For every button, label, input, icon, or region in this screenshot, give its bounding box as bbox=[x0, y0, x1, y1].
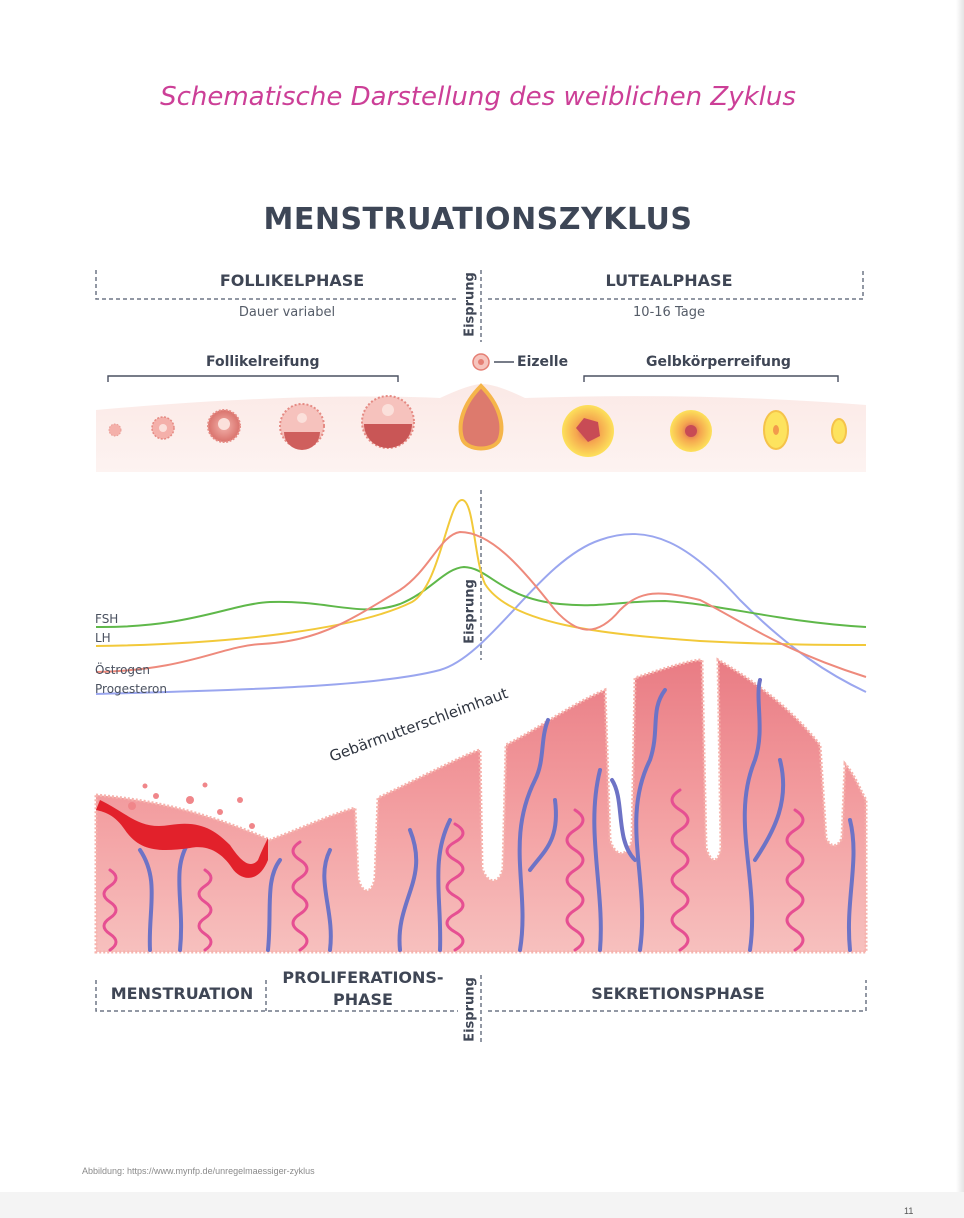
secretion-phase-label: SEKRETIONSPHASE bbox=[591, 984, 765, 1003]
menstruation-label: MENSTRUATION bbox=[110, 984, 254, 1003]
ovulation-label-middle: Eisprung bbox=[462, 579, 478, 644]
luteal-phase-duration: 10-16 Tage bbox=[633, 305, 705, 320]
page-number: 11 bbox=[904, 1206, 914, 1216]
corpus-luteum-stage-3 bbox=[763, 410, 789, 450]
follicular-phase-duration: Dauer variabel bbox=[238, 305, 336, 320]
page-edge-shadow bbox=[956, 0, 964, 1218]
blood-vessels bbox=[138, 678, 856, 952]
follicular-phase-label: FOLLIKELPHASE bbox=[219, 271, 365, 290]
legend-lh: LH bbox=[95, 631, 111, 645]
follicle-maturation-bracket bbox=[107, 375, 399, 382]
endometrium-illustration bbox=[94, 657, 868, 954]
follicle-stage-5 bbox=[361, 395, 415, 449]
ovulation-label-bottom: Eisprung bbox=[462, 977, 478, 1042]
proliferation-phase-label-line1: PROLIFERATIONS- bbox=[282, 968, 444, 987]
follicle-stage-2 bbox=[151, 416, 175, 440]
follicle-stage-3 bbox=[207, 409, 241, 443]
luteal-phase-label: LUTEALPHASE bbox=[605, 271, 733, 290]
egg-cell-icon bbox=[472, 353, 490, 371]
ruptured-follicle bbox=[458, 383, 504, 451]
corpus-luteum-stage-2 bbox=[670, 410, 712, 452]
legend-fsh: FSH bbox=[95, 612, 119, 626]
follicle-stage-1 bbox=[108, 423, 122, 437]
follicle-maturation-label: Follikelreifung bbox=[206, 354, 320, 370]
legend-estrogen: Östrogen bbox=[95, 663, 151, 677]
progesterone-curve bbox=[95, 532, 867, 695]
image-source-credit: Abbildung: https://www.mynfp.de/unregelm… bbox=[82, 1166, 315, 1176]
corpus-luteum-maturation-label: Gelbkörperreifung bbox=[646, 354, 791, 370]
corpus-luteum-stage-4 bbox=[831, 418, 847, 444]
diagram-heading: MENSTRUATIONSZYKLUS bbox=[263, 202, 693, 237]
top-phase-bracket bbox=[95, 270, 864, 300]
follicle-stage-4 bbox=[279, 403, 325, 450]
page-title: Schematische Darstellung des weiblichen … bbox=[160, 82, 796, 112]
proliferation-phase-label-line2: PHASE bbox=[333, 990, 393, 1009]
spiral-arteries bbox=[102, 788, 805, 952]
estrogen-curve bbox=[95, 530, 867, 678]
fsh-curve bbox=[95, 565, 867, 629]
menstrual-bleeding bbox=[96, 782, 268, 878]
ovulation-label-top: Eisprung bbox=[462, 272, 478, 337]
legend-progesterone: Progesteron bbox=[95, 682, 167, 696]
bottom-phase-bracket bbox=[95, 980, 867, 1012]
page-bottom-strip bbox=[0, 1192, 964, 1218]
egg-cell-label: Eizelle bbox=[517, 354, 569, 370]
corpus-luteum-bracket bbox=[583, 375, 839, 382]
corpus-luteum-stage-1 bbox=[562, 405, 614, 457]
